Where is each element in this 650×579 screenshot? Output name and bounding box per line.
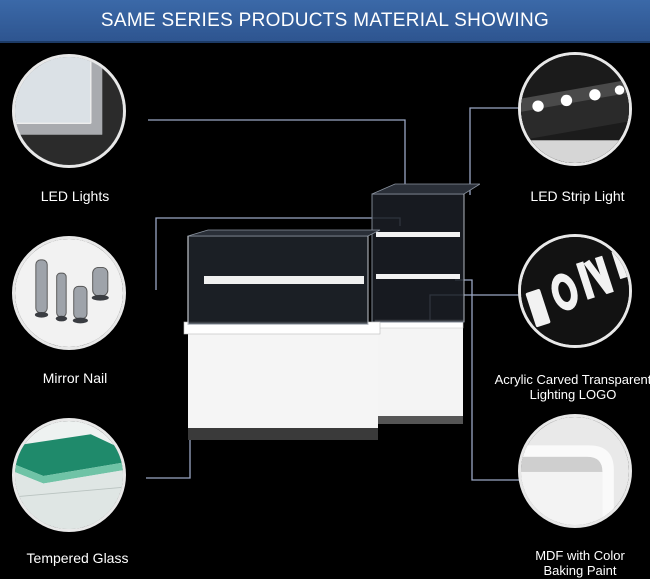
frame-corner-icon [15,57,123,165]
led-strip-icon [521,55,629,163]
acrylic-logo-label: Acrylic Carved Transparent Lighting LOGO [488,372,650,402]
mdf-label-line2: Baking Paint [543,563,617,578]
led-lights-label: LED Lights [40,188,110,204]
mdf-circle [518,414,632,528]
led-strip-light-label: LED Strip Light [530,188,625,204]
mdf-corner-icon [521,417,629,525]
glass-pane-icon [15,421,123,529]
mirror-nail-icon [15,239,123,347]
header-banner: SAME SERIES PRODUCTS MATERIAL SHOWING [0,0,650,43]
led-strip-light-circle [518,52,632,166]
display-cabinet-image [183,183,480,440]
led-lights-circle [12,54,126,168]
tempered-glass-circle [12,418,126,532]
page-title: SAME SERIES PRODUCTS MATERIAL SHOWING [100,9,550,31]
logo-letters-icon [521,237,629,345]
acrylic-logo-label-line1: Acrylic Carved Transparent [494,372,650,387]
tempered-glass-label: Tempered Glass [26,550,129,566]
mirror-nail-label: Mirror Nail [42,370,108,386]
acrylic-logo-circle [518,234,632,348]
mdf-label: MDF with Color Baking Paint [505,548,650,578]
mdf-label-line1: MDF with Color [535,548,625,563]
acrylic-logo-label-line2: Lighting LOGO [529,387,617,402]
mirror-nail-circle [12,236,126,350]
